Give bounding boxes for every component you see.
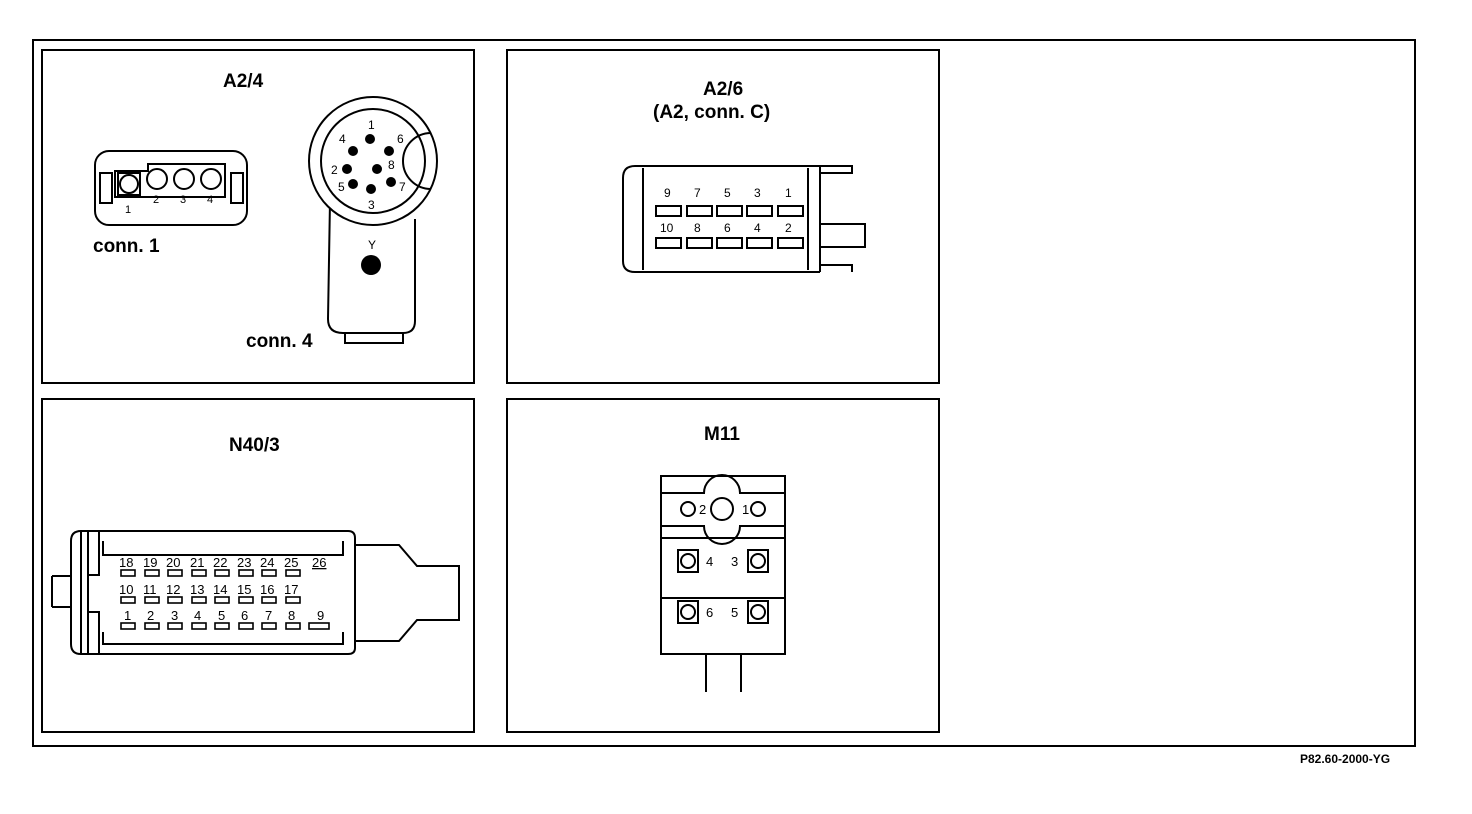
conn4-pin-1: 1 [368, 118, 375, 132]
n40-3-pin-25: 25 [284, 555, 298, 570]
n40-3-pin-2: 2 [147, 608, 154, 623]
m11-pin-1: 1 [742, 502, 749, 517]
diagram-frame [32, 39, 1416, 747]
a2-6-pin-labels: 9 7 5 3 1 10 8 6 4 2 [660, 186, 792, 235]
panel-a2-4: A2/4 conn. 1 conn. 4 1 2 3 4 [41, 49, 475, 384]
conn4-pin-y: Y [368, 238, 376, 252]
n40-3-pin-4: 4 [194, 608, 201, 623]
a2-6-pin-4: 4 [754, 221, 761, 235]
conn4-pin-5: 5 [338, 180, 345, 194]
n40-3-pin-14: 14 [213, 582, 227, 597]
conn4-pin-7: 7 [399, 180, 406, 194]
n40-3-connector: 18 19 20 21 22 23 24 25 26 10 11 12 13 1… [51, 530, 460, 655]
a2-6-pin-slots [655, 205, 804, 249]
n40-3-pin-22: 22 [213, 555, 227, 570]
m11-connector: 1 2 3 4 5 6 [660, 474, 786, 692]
panel-title-a2-4: A2/4 [223, 71, 264, 92]
conn4-pin-8: 8 [388, 158, 395, 172]
panel-subtitle-a2-6: (A2, conn. C) [653, 102, 771, 123]
conn1-pin-4: 4 [207, 194, 213, 206]
n40-3-housing [51, 530, 460, 655]
n40-3-pin-26: 26 [312, 555, 326, 570]
n40-3-pin-15: 15 [237, 582, 251, 597]
conn4-pin-2: 2 [331, 163, 338, 177]
m11-pin-6: 6 [706, 605, 713, 620]
m11-pin-3: 3 [731, 554, 738, 569]
n40-3-pin-5: 5 [218, 608, 225, 623]
n40-3-pin-9: 9 [317, 608, 324, 623]
n40-3-pin-19: 19 [143, 555, 157, 570]
a2-6-pin-3: 3 [754, 186, 761, 200]
a2-6-pin-8: 8 [694, 221, 701, 235]
a2-6-pin-9: 9 [664, 186, 671, 200]
a2-6-housing [622, 165, 866, 273]
a2-6-pin-10: 10 [660, 221, 674, 235]
n40-3-pin-13: 13 [190, 582, 204, 597]
figure-reference-code: P82.60-2000-YG [1300, 752, 1391, 766]
panel-n40-3: N40/3 [41, 398, 475, 733]
n40-3-pin-1: 1 [124, 608, 131, 623]
conn4-pin-4: 4 [339, 132, 346, 146]
n40-3-pin-21: 21 [190, 555, 204, 570]
m11-housing [660, 474, 786, 692]
n40-3-pin-23: 23 [237, 555, 251, 570]
conn4-connector [308, 96, 438, 344]
conn1-pin-2: 2 [153, 194, 159, 206]
n40-3-pin-24: 24 [260, 555, 274, 570]
conn4-pins [342, 134, 396, 275]
n40-3-pin-10: 10 [119, 582, 133, 597]
conn1-label: conn. 1 [93, 236, 160, 257]
a2-6-pin-5: 5 [724, 186, 731, 200]
conn1-connector [94, 150, 248, 226]
panel-m11: M11 1 2 3 4 5 6 [506, 398, 940, 733]
panel-title-m11: M11 [704, 424, 740, 445]
m11-pin-sockets [677, 501, 769, 624]
m11-pin-2: 2 [699, 502, 706, 517]
m11-pin-4: 4 [706, 554, 713, 569]
a2-4-connectors: 1 2 3 4 1 2 3 4 5 [94, 96, 438, 344]
panel-title-a2-6: A2/6 [703, 79, 744, 100]
n40-3-pin-20: 20 [166, 555, 180, 570]
conn1-pin-1: 1 [125, 204, 131, 216]
a2-6-pin-6: 6 [724, 221, 731, 235]
n40-3-pin-16: 16 [260, 582, 274, 597]
n40-3-pin-12: 12 [166, 582, 180, 597]
a2-6-connector: 9 7 5 3 1 10 8 6 4 2 [622, 165, 866, 273]
n40-3-pin-11: 11 [143, 582, 157, 597]
conn4-pin-6: 6 [397, 132, 404, 146]
n40-3-pin-8: 8 [288, 608, 295, 623]
conn4-pin-3: 3 [368, 198, 375, 212]
conn4-pin-labels: 1 2 3 4 5 6 7 8 Y [331, 118, 406, 252]
conn4-label: conn. 4 [246, 331, 313, 352]
n40-3-pin-labels: 18 19 20 21 22 23 24 25 26 10 11 12 13 1… [119, 555, 326, 623]
n40-3-pin-slots [120, 569, 330, 630]
n40-3-pin-7: 7 [265, 608, 272, 623]
conn1-pin-labels: 1 2 3 4 [125, 194, 213, 216]
a2-6-pin-1: 1 [785, 186, 792, 200]
a2-6-pin-7: 7 [694, 186, 701, 200]
m11-pin-5: 5 [731, 605, 738, 620]
panel-a2-6: A2/6 (A2, conn. C) 9 7 5 3 [506, 49, 940, 384]
n40-3-pin-17: 17 [284, 582, 298, 597]
panel-title-n40-3: N40/3 [229, 435, 280, 456]
n40-3-pin-6: 6 [241, 608, 248, 623]
a2-6-pin-2: 2 [785, 221, 792, 235]
n40-3-pin-18: 18 [119, 555, 133, 570]
conn4-pin-y-dot [361, 255, 381, 275]
conn1-pin-3: 3 [180, 194, 186, 206]
n40-3-pin-3: 3 [171, 608, 178, 623]
m11-pin-labels: 1 2 3 4 5 6 [699, 502, 749, 620]
